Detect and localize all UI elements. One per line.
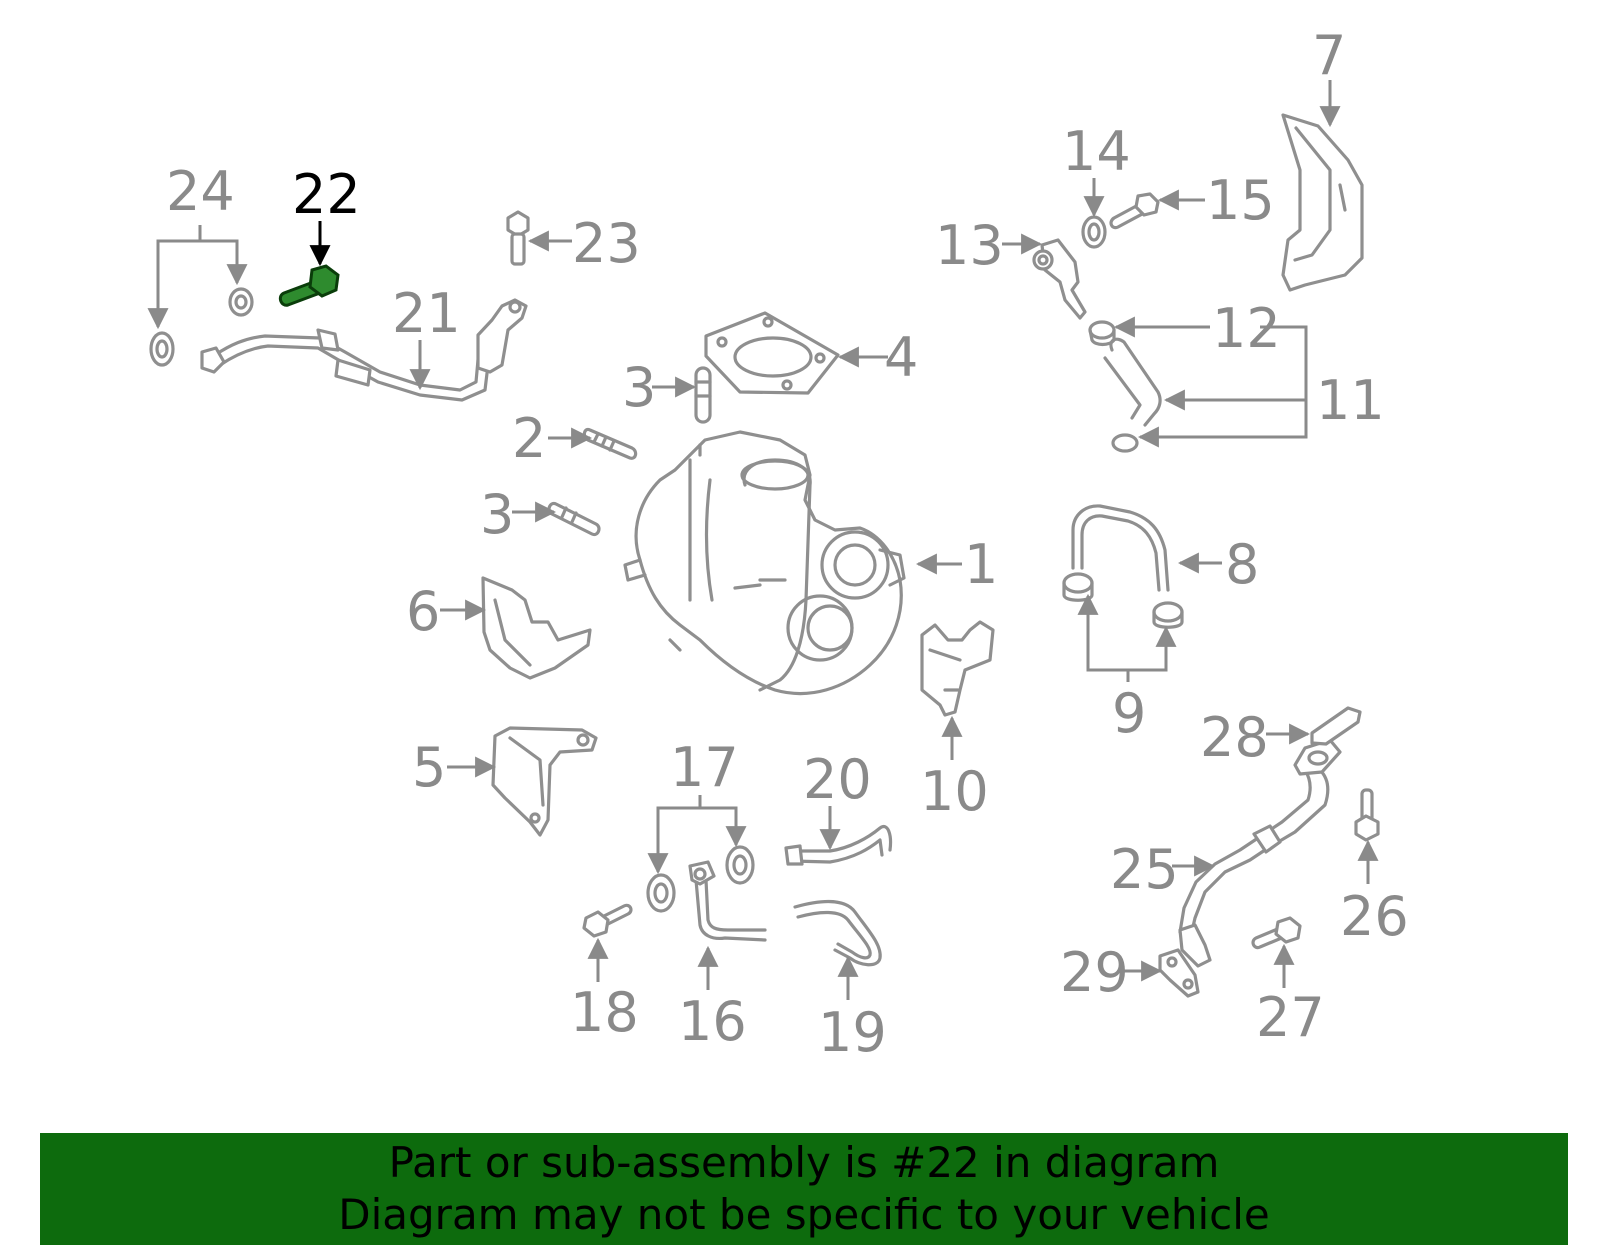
actuator-part-10[interactable] — [920, 620, 995, 717]
stud-part-2[interactable] — [582, 427, 638, 460]
hose-part-11[interactable] — [1103, 337, 1162, 453]
banner-line-disclaimer: Diagram may not be specific to your vehi… — [338, 1190, 1270, 1239]
callout-12[interactable]: 12 — [1212, 297, 1281, 360]
bolt-part-27[interactable] — [1251, 916, 1302, 950]
callout-11[interactable]: 11 — [1316, 369, 1385, 432]
washer-part-17b[interactable] — [725, 845, 755, 885]
banner-line-part-number: Part or sub-assembly is #22 in diagram — [388, 1138, 1220, 1187]
callout-27[interactable]: 27 — [1256, 986, 1325, 1049]
washer-part-24b[interactable] — [228, 287, 254, 317]
line-part-20[interactable] — [784, 825, 893, 866]
heat-shield-part-7[interactable] — [1281, 113, 1364, 292]
clamp-part-9b[interactable] — [1152, 601, 1184, 629]
stud-part-26[interactable] — [1354, 788, 1380, 842]
callout-18[interactable]: 18 — [570, 981, 639, 1044]
callout-20[interactable]: 20 — [803, 748, 872, 811]
callout-6[interactable]: 6 — [406, 580, 440, 643]
callout-28[interactable]: 28 — [1200, 706, 1269, 769]
callout-15[interactable]: 15 — [1206, 169, 1275, 232]
callout-21[interactable]: 21 — [392, 282, 461, 345]
callout-7[interactable]: 7 — [1312, 24, 1346, 87]
info-banner: Part or sub-assembly is #22 in diagram D… — [40, 1133, 1568, 1245]
bolt-part-15[interactable] — [1109, 192, 1160, 230]
callout-23[interactable]: 23 — [572, 212, 641, 275]
bolt-part-18[interactable] — [582, 903, 633, 938]
callout-3b[interactable]: 3 — [480, 483, 514, 546]
bracket-part-13[interactable] — [1032, 238, 1087, 320]
callout-19[interactable]: 19 — [818, 1001, 887, 1064]
callout-25[interactable]: 25 — [1110, 838, 1179, 901]
leader-lines — [147, 80, 1379, 1000]
gasket-part-4[interactable] — [704, 311, 840, 395]
gasket-part-28[interactable] — [1310, 706, 1362, 746]
hose-part-8[interactable] — [1071, 504, 1170, 592]
callout-8[interactable]: 8 — [1225, 533, 1259, 596]
callout-10[interactable]: 10 — [920, 760, 989, 823]
callout-24[interactable]: 24 — [166, 160, 235, 223]
callout-17[interactable]: 17 — [670, 736, 739, 799]
turbocharger-part-1[interactable] — [623, 430, 906, 696]
washer-part-14[interactable] — [1081, 215, 1107, 249]
callout-labels: 1 2 3 3 4 5 6 7 8 9 10 11 12 13 14 15 16… — [166, 24, 1409, 1064]
line-part-19[interactable] — [793, 899, 882, 967]
oil-return-part-25[interactable] — [1178, 738, 1342, 968]
dowel-part-3a[interactable] — [694, 366, 712, 424]
callout-29[interactable]: 29 — [1060, 941, 1129, 1004]
washer-part-17a[interactable] — [646, 873, 676, 913]
callout-14[interactable]: 14 — [1062, 120, 1131, 183]
oil-line-part-16[interactable] — [688, 860, 767, 942]
washer-part-24a[interactable] — [149, 331, 175, 367]
callout-9[interactable]: 9 — [1112, 682, 1146, 745]
callout-5[interactable]: 5 — [412, 736, 446, 799]
callout-16[interactable]: 16 — [678, 990, 747, 1053]
callout-13[interactable]: 13 — [935, 214, 1004, 277]
heat-shield-part-6[interactable] — [481, 576, 592, 680]
bolt-part-22-highlighted[interactable] — [278, 264, 340, 307]
callout-2[interactable]: 2 — [512, 407, 546, 470]
callout-3a[interactable]: 3 — [622, 356, 656, 419]
callout-1[interactable]: 1 — [964, 533, 998, 596]
bolt-part-23[interactable] — [506, 210, 530, 266]
callout-26[interactable]: 26 — [1340, 885, 1409, 948]
bracket-part-5[interactable] — [491, 726, 598, 837]
dowel-part-3b[interactable] — [547, 501, 601, 537]
callout-22-highlighted[interactable]: 22 — [292, 163, 361, 226]
oil-line-part-21[interactable] — [200, 298, 528, 402]
callout-4[interactable]: 4 — [884, 326, 918, 389]
